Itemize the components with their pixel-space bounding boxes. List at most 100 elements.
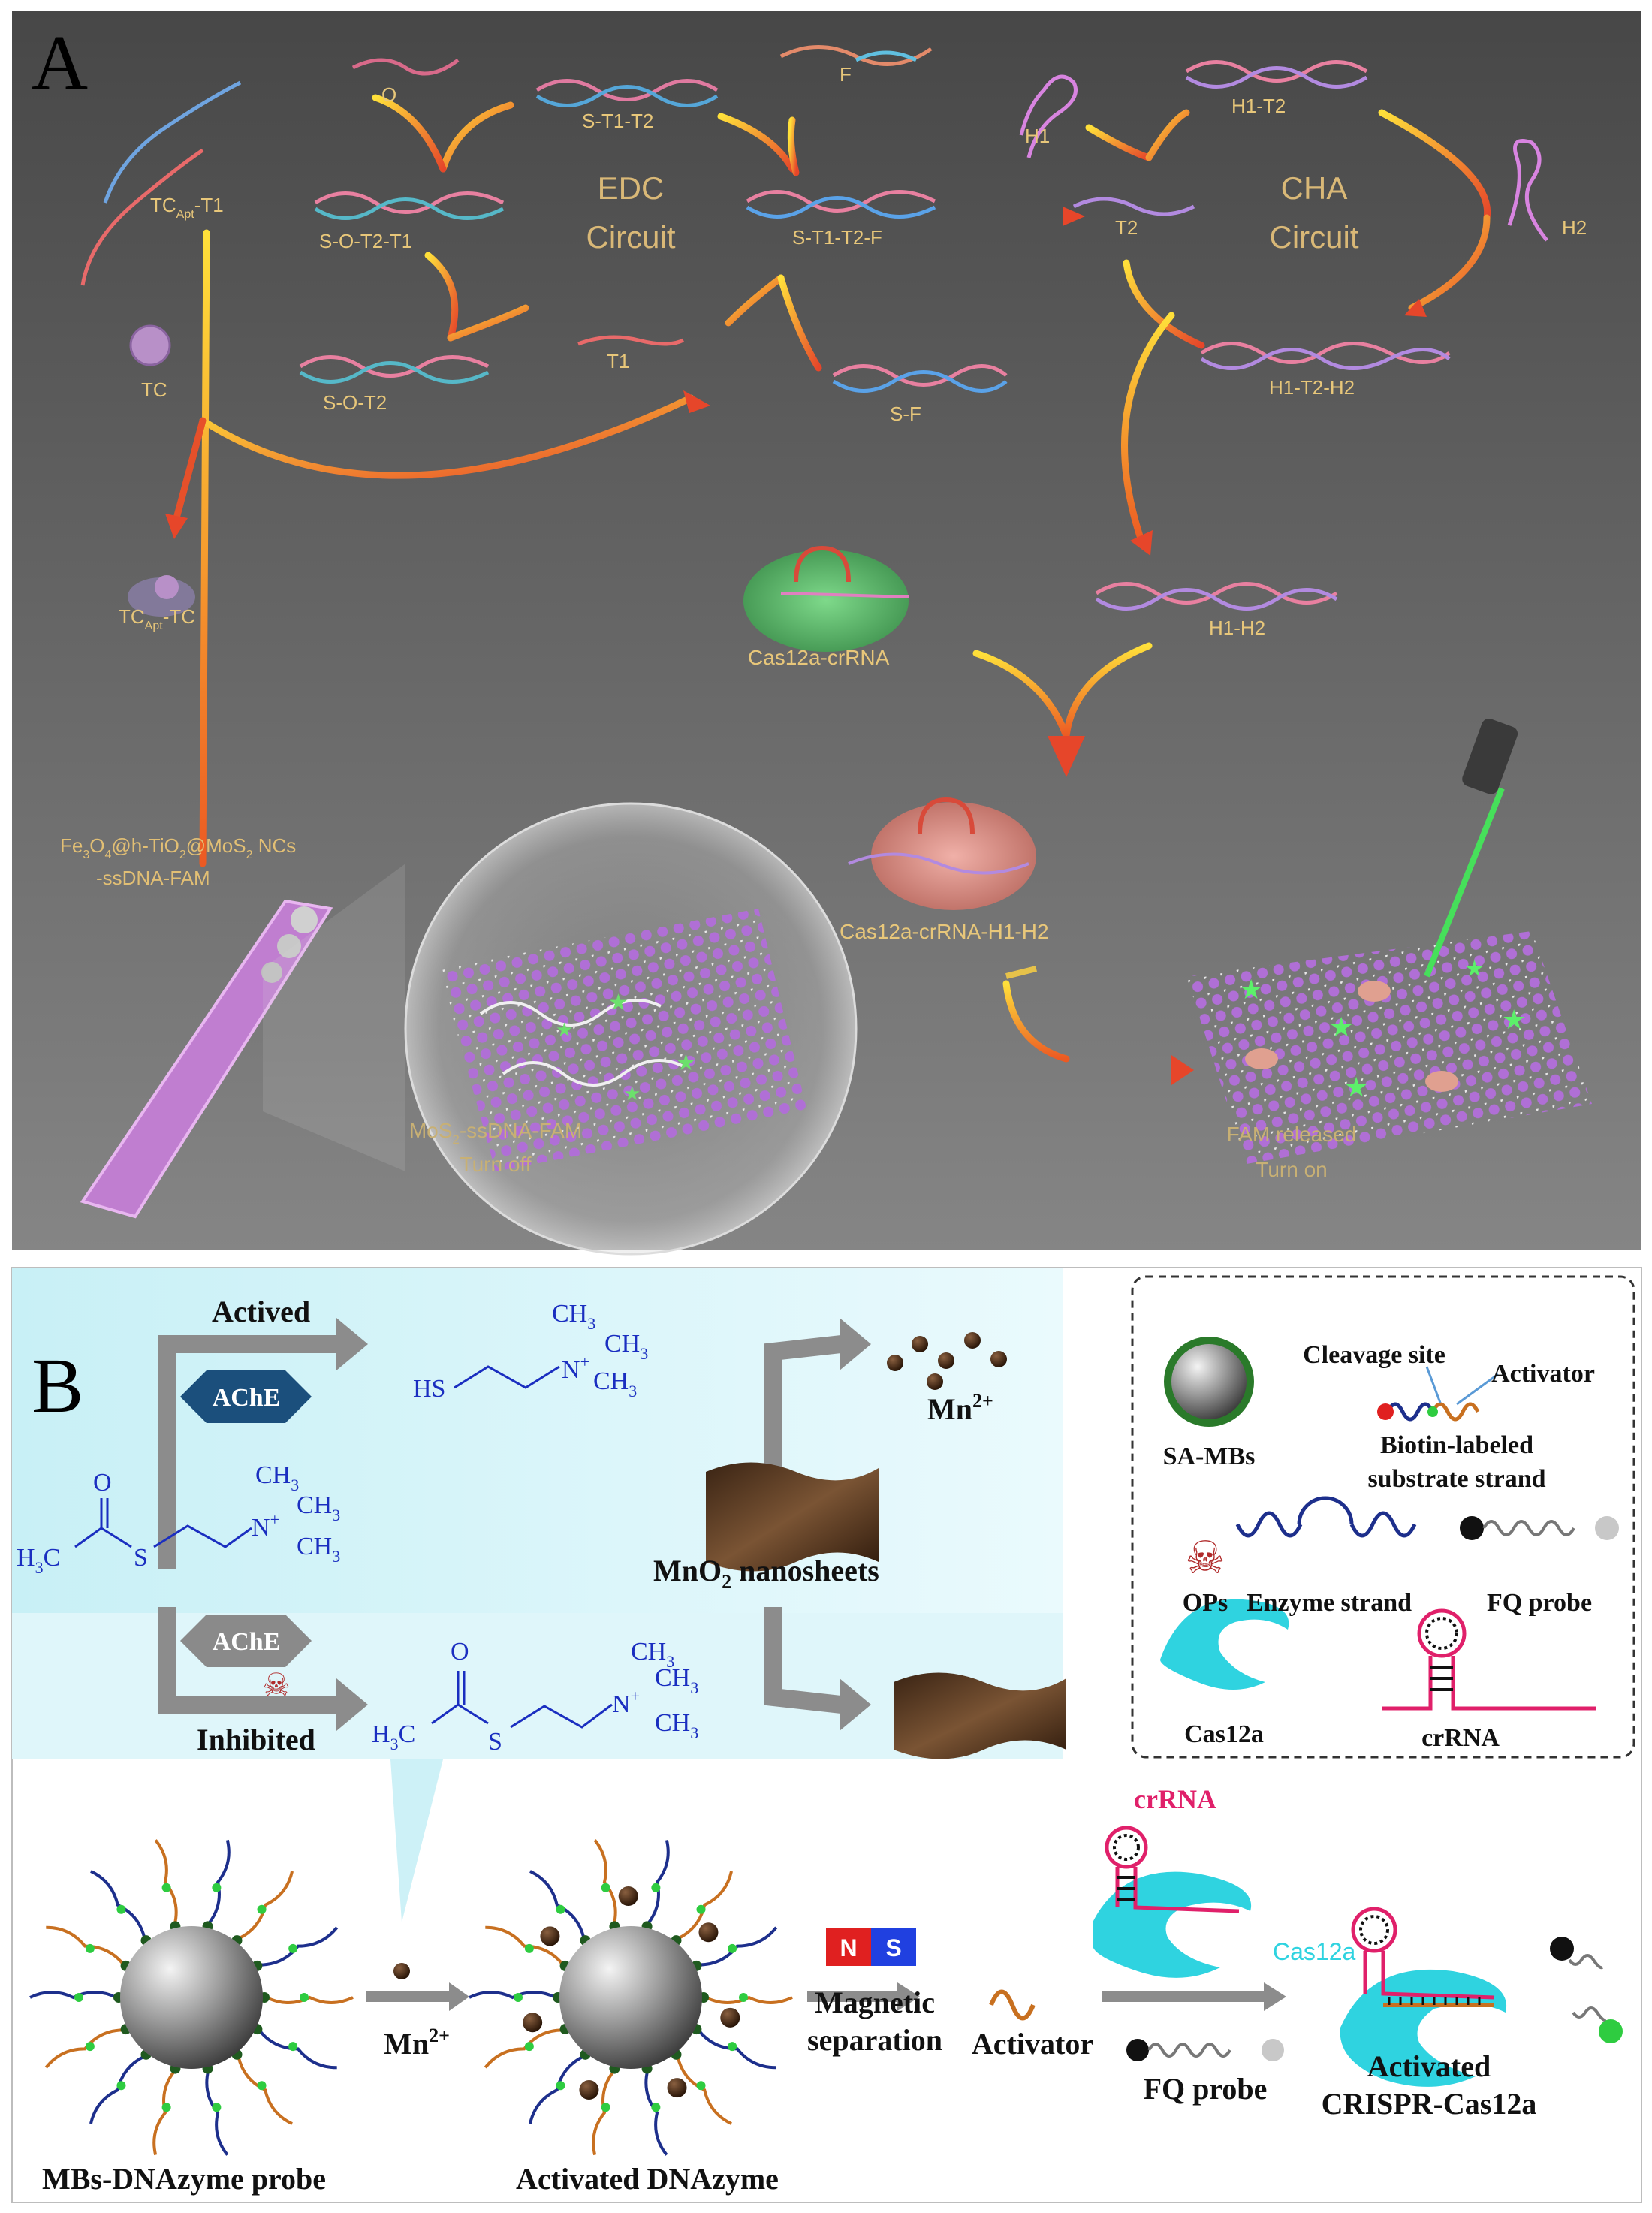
label-s-t1-t2: S-T1-T2 <box>582 110 653 132</box>
chem-ch3-right-b: CH3 <box>655 1664 698 1697</box>
label-h1-h2: H1-H2 <box>1209 617 1265 639</box>
legend-activator-label: Activator <box>1491 1360 1595 1388</box>
svg-text:★: ★ <box>608 990 629 1015</box>
dna-arm <box>698 1926 778 1967</box>
bound-mn-ion <box>579 2080 599 2100</box>
turn-on-sheet: ★ ★ ★ ★ ★ <box>1186 718 1592 1164</box>
bound-mn-ion <box>667 2078 687 2098</box>
magnet-n-label: N <box>840 1934 857 1961</box>
label-tc-apt-t1: TCApt-T1 <box>150 194 224 221</box>
cleavage-site-dot <box>257 2081 267 2091</box>
cleavage-site-dot <box>696 1904 706 1914</box>
cleavage-site-dot <box>556 2081 565 2091</box>
label-t2: T2 <box>1115 216 1138 239</box>
label-s-t1-t2-f: S-T1-T2-F <box>792 226 882 249</box>
svg-text:★: ★ <box>1239 975 1263 1005</box>
strand-o <box>351 58 460 76</box>
dna-arm <box>258 2029 337 2070</box>
magnet: N S <box>826 1928 916 1966</box>
ache-bottom-label: AChE <box>213 1628 281 1656</box>
cleavage-site-dot <box>651 1883 661 1892</box>
chem-s-left: S <box>134 1544 148 1572</box>
dna-arm <box>154 1839 178 1925</box>
legend-ops-label: OPs <box>1183 1589 1228 1617</box>
dna-arm <box>89 2055 146 2124</box>
nc-label-line2: -ssDNA-FAM <box>96 867 210 889</box>
label-o: O <box>381 83 396 106</box>
chem-s-right: S <box>488 1728 502 1756</box>
legend-sa-mbs-label: SA-MBs <box>1163 1443 1256 1470</box>
dna-arm <box>206 1839 231 1925</box>
cleavage-site-dot <box>514 1993 523 2002</box>
actived-label: Actived <box>212 1295 310 1328</box>
legend-cleavage-label: Cleavage site <box>1303 1341 1446 1369</box>
label-h1-t2: H1-T2 <box>1231 95 1286 117</box>
cleaved-fq-probe <box>1550 1937 1623 2043</box>
nanocomposite-rod <box>80 899 333 1219</box>
legend-fq-probe <box>1460 1516 1619 1540</box>
cas12a-complex-activated <box>1340 1907 1507 2087</box>
chem-ch3-a: CH3 <box>552 1300 595 1333</box>
chem-ch3-left-c: CH3 <box>297 1533 340 1566</box>
svg-text:★: ★ <box>556 1019 573 1041</box>
ache-arrow-heads <box>336 1318 871 1731</box>
bound-mn-ion <box>618 1886 638 1907</box>
activated-dnazyme-probe <box>469 1839 793 2156</box>
cleavage-site-dot <box>728 1943 737 1953</box>
chem-n-left: N+ <box>252 1510 279 1542</box>
workflow-arrows <box>366 1982 1286 2011</box>
legend-crrna-shape <box>1382 1608 1596 1711</box>
state-labels: MoS2-ssDNA-FAM Turn off FAM released Tur… <box>409 1119 1357 1181</box>
chem-ch3-b: CH3 <box>604 1330 648 1363</box>
legend-fq-label: FQ probe <box>1487 1589 1592 1617</box>
dna-arm <box>44 2028 124 2069</box>
dna-arm <box>205 2070 229 2156</box>
chem-h3c-left: H3C <box>17 1544 60 1577</box>
label-tc-apt-tc: TCApt-TC <box>119 605 195 632</box>
label-cas12a-crrna: Cas12a-crRNA <box>748 646 890 669</box>
legend-enzyme-strand <box>1235 1496 1417 1538</box>
cleavage-site-dot <box>85 1943 95 1953</box>
dna-arm <box>90 1870 146 1940</box>
magnet-s-label: S <box>885 1934 901 1961</box>
dna-strands <box>80 45 1548 611</box>
mn-arrow-label: Mn2+ <box>384 2025 450 2061</box>
activated-line2-label: CRISPR-Cas12a <box>1322 2087 1537 2121</box>
cas12a-label: Cas12a <box>1273 1938 1356 1965</box>
fam-label-line2: Turn on <box>1256 1158 1327 1181</box>
label-cas12a-crrna-h1-h2: Cas12a-crRNA-H1-H2 <box>840 920 1049 943</box>
svg-text:★: ★ <box>1502 1005 1526 1035</box>
chem-ch3-left-a: CH3 <box>255 1461 299 1494</box>
dna-arm <box>676 2055 732 2125</box>
separation-label: separation <box>807 2023 942 2057</box>
dna-arm <box>484 2028 563 2069</box>
mn-ions <box>887 1332 1007 1390</box>
inhibit-bar <box>1005 966 1037 979</box>
chem-n-top: N+ <box>562 1352 589 1384</box>
edc-subtitle: Circuit <box>586 219 675 255</box>
chem-o-left: O <box>93 1469 112 1497</box>
bound-mn-ion <box>698 1922 719 1943</box>
dna-arm <box>529 1870 586 1940</box>
svg-text:★: ★ <box>1464 957 1485 981</box>
cas12a-complex-mid <box>1093 1826 1252 1978</box>
legend-ops-skull-icon: ☠ <box>1185 1533 1225 1583</box>
panel-a-labels: O S-T1-T2 F TCApt-T1 S-O-T2-T1 S-T1-T2-F… <box>119 63 1587 943</box>
label-s-o-t2: S-O-T2 <box>323 391 387 414</box>
label-h1-t2-h2: H1-T2-H2 <box>1269 376 1355 399</box>
cleavage-site-dot <box>116 1904 126 1914</box>
cleavage-site-dot <box>524 2042 534 2052</box>
cleavage-site-dot <box>524 1943 534 1953</box>
chem-ch3-c: CH3 <box>593 1367 637 1400</box>
bound-mn-ion <box>720 2007 740 2028</box>
circuit-labels: EDC Circuit CHA Circuit <box>586 170 1358 255</box>
svg-text:★: ★ <box>1344 1072 1368 1102</box>
mno2-label: MnO2 nanosheets <box>653 1554 879 1593</box>
cleavage-site-dot <box>556 1904 565 1914</box>
dna-arm <box>266 1995 354 2004</box>
cleavage-site-dot <box>85 2042 95 2052</box>
crrna-label: crRNA <box>1134 1784 1216 1814</box>
cleavage-site-dot <box>601 1883 610 1892</box>
chem-acetylthiocholine-inhibited: H3C O S N+ CH3 CH3 CH3 <box>372 1638 698 1756</box>
cleavage-site-dot <box>161 1883 171 1892</box>
